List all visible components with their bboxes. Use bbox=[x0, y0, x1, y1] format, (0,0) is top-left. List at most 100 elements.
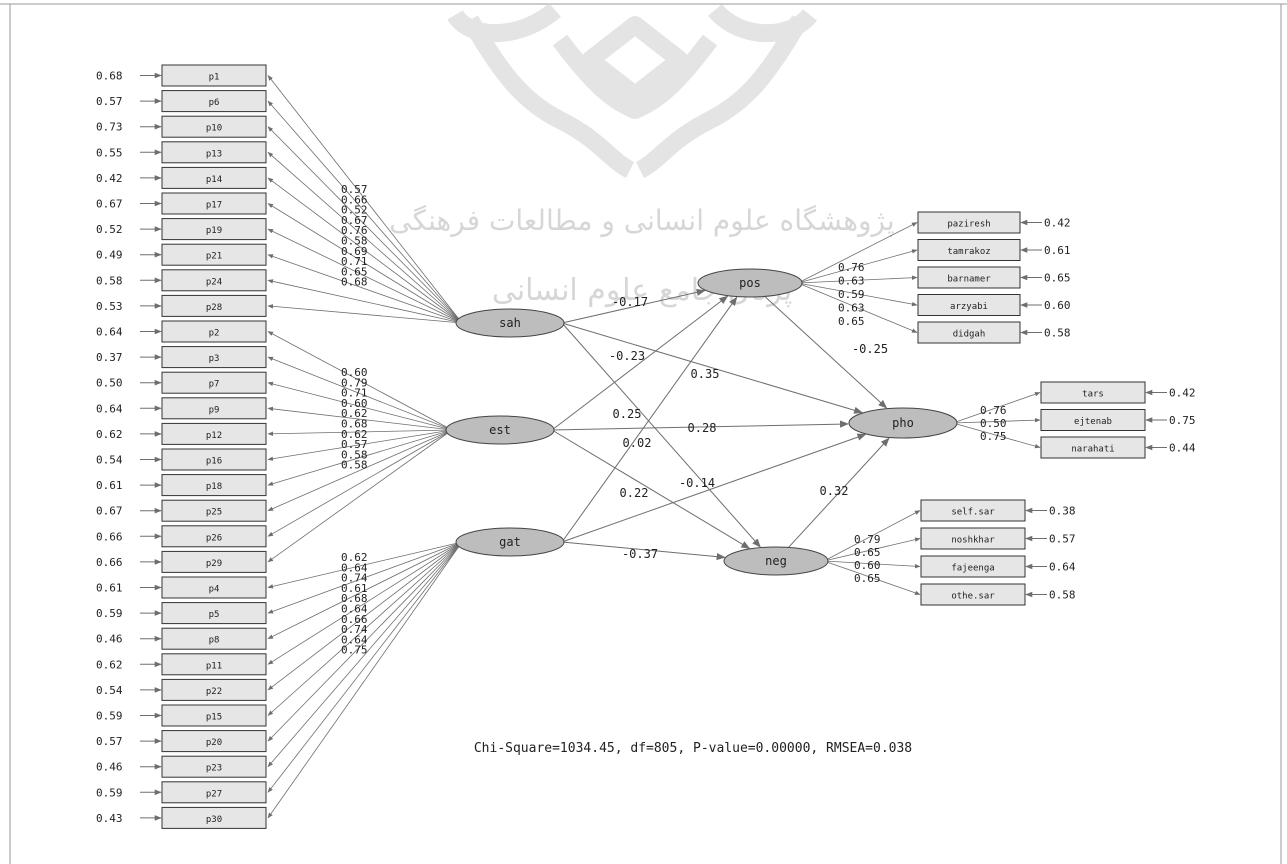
loading-arrow bbox=[952, 422, 1041, 449]
indicator-box bbox=[161, 704, 267, 727]
loading-arrow bbox=[823, 537, 921, 562]
loading-label: 0.65 bbox=[854, 572, 881, 585]
error-variance-label: 0.64 bbox=[96, 402, 123, 415]
loading-label: 0.57 bbox=[341, 438, 368, 451]
loading-arrow bbox=[267, 177, 463, 324]
watermark-text-line1: پژوهشگاه علوم انسانی و مطالعات فرهنگی bbox=[389, 204, 894, 237]
structural-path-est-neg bbox=[551, 429, 751, 549]
error-variance-label: 0.73 bbox=[96, 121, 123, 134]
loading-arrow bbox=[952, 392, 1041, 424]
fit-statistics: Chi-Square=1034.45, df=805, P-value=0.00… bbox=[474, 741, 912, 756]
loading-arrow bbox=[267, 331, 453, 431]
loading-label: 0.58 bbox=[341, 459, 368, 472]
indicator-box bbox=[920, 583, 1026, 606]
loading-label: 0.64 bbox=[341, 633, 368, 646]
indicator-label: p5 bbox=[209, 610, 220, 620]
loading-label: 0.76 bbox=[838, 261, 865, 274]
loading-label: 0.64 bbox=[341, 603, 368, 616]
indicator-label: tars bbox=[1082, 390, 1104, 400]
indicator-box bbox=[161, 602, 267, 625]
indicator-box bbox=[920, 527, 1026, 550]
loading-arrow bbox=[267, 541, 463, 665]
loading-arrow bbox=[823, 560, 921, 595]
loading-arrow bbox=[797, 282, 918, 307]
loading-arrow bbox=[267, 228, 463, 324]
loading-label: 0.64 bbox=[341, 561, 368, 574]
indicator-label: p2 bbox=[209, 329, 220, 339]
loading-arrow bbox=[267, 541, 463, 691]
indicator-box bbox=[161, 653, 267, 676]
loading-arrow bbox=[267, 75, 463, 324]
indicator-box bbox=[161, 806, 267, 829]
indicator-box bbox=[161, 755, 267, 778]
loading-arrow bbox=[797, 282, 918, 333]
indicator-label: p10 bbox=[206, 124, 222, 134]
error-variance-label: 0.62 bbox=[96, 658, 123, 671]
loading-label: 0.62 bbox=[341, 407, 368, 420]
loading-arrow bbox=[267, 203, 463, 324]
indicator-label: p14 bbox=[206, 175, 222, 185]
indicator-label: didgah bbox=[953, 330, 986, 340]
latent-label: neg bbox=[765, 554, 787, 568]
indicator-box bbox=[161, 525, 267, 548]
loading-label: 0.67 bbox=[341, 214, 368, 227]
error-variance-label: 0.50 bbox=[96, 377, 123, 390]
error-variance-label: 0.42 bbox=[1169, 387, 1196, 400]
latent-est bbox=[445, 415, 555, 445]
latent-sah bbox=[455, 308, 565, 338]
loading-label: 0.50 bbox=[980, 417, 1007, 430]
latent-label: gat bbox=[499, 535, 521, 549]
error-variance-label: 0.66 bbox=[96, 556, 123, 569]
error-variance-label: 0.58 bbox=[1044, 327, 1071, 340]
structural-path-pos-pho bbox=[764, 296, 888, 409]
indicator-box bbox=[917, 266, 1021, 289]
loading-arrow bbox=[267, 541, 463, 614]
indicator-label: p21 bbox=[206, 252, 222, 262]
loading-label: 0.79 bbox=[341, 376, 368, 389]
indicator-box bbox=[920, 499, 1026, 522]
loading-label: 0.61 bbox=[341, 582, 368, 595]
indicator-label: p15 bbox=[206, 713, 222, 723]
loading-label: 0.62 bbox=[341, 551, 368, 564]
indicator-box bbox=[161, 781, 267, 804]
loading-arrow bbox=[267, 279, 463, 324]
indicator-label: p18 bbox=[206, 482, 222, 492]
loading-arrow bbox=[267, 151, 463, 324]
loading-label: 0.68 bbox=[341, 276, 368, 289]
loading-label: 0.52 bbox=[341, 204, 368, 217]
indicator-label: p19 bbox=[206, 226, 222, 236]
error-variance-label: 0.57 bbox=[1049, 533, 1076, 546]
indicator-label: paziresh bbox=[947, 220, 990, 230]
error-variance-label: 0.65 bbox=[1044, 272, 1071, 285]
loading-arrow bbox=[823, 510, 921, 562]
path-coefficient: 0.35 bbox=[691, 367, 720, 381]
indicator-box bbox=[920, 555, 1026, 578]
error-variance-label: 0.37 bbox=[96, 351, 123, 364]
error-variance-label: 0.68 bbox=[96, 70, 123, 83]
error-variance-label: 0.42 bbox=[1044, 217, 1071, 230]
error-variance-label: 0.61 bbox=[96, 479, 123, 492]
loading-arrow bbox=[267, 356, 453, 431]
error-variance-label: 0.57 bbox=[96, 95, 123, 108]
structural-path-est-pos bbox=[551, 295, 729, 431]
path-coefficient: -0.25 bbox=[852, 342, 888, 356]
error-variance-label: 0.54 bbox=[96, 454, 123, 467]
indicator-label: ejtenab bbox=[1074, 417, 1112, 427]
loading-arrow bbox=[267, 381, 453, 431]
loading-label: 0.58 bbox=[341, 235, 368, 248]
structural-path-sah-pho bbox=[561, 322, 864, 414]
loading-arrow bbox=[267, 126, 463, 324]
error-variance-label: 0.59 bbox=[96, 607, 123, 620]
error-variance-label: 0.44 bbox=[1169, 442, 1196, 455]
structural-path-gat-neg bbox=[561, 541, 726, 561]
indicator-box bbox=[161, 294, 267, 317]
loading-arrow bbox=[267, 429, 453, 461]
latent-label: sah bbox=[499, 316, 521, 330]
indicator-label: self.sar bbox=[951, 508, 995, 518]
watermark-logo bbox=[447, 2, 818, 179]
loading-arrow bbox=[267, 541, 463, 589]
structural-path-neg-pho bbox=[788, 437, 890, 548]
loading-label: 0.58 bbox=[341, 448, 368, 461]
error-variance-label: 0.59 bbox=[96, 710, 123, 723]
indicator-label: p23 bbox=[206, 764, 222, 774]
